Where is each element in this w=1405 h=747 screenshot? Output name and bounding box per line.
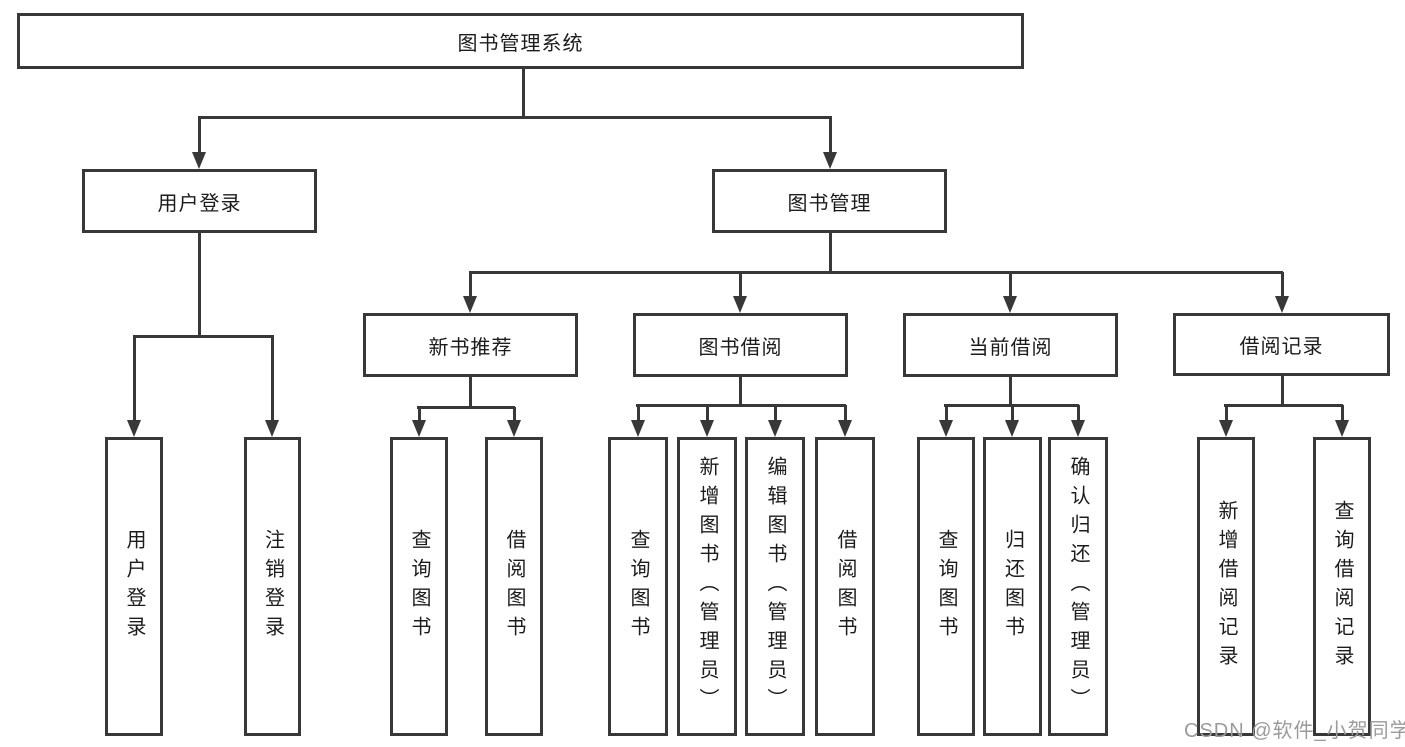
node-label: 用户登录 [157, 192, 242, 215]
connector-line [739, 377, 742, 405]
node-new-book-recommendation: 新书推荐 [363, 313, 578, 377]
connector-line [829, 117, 832, 153]
leaf-logout: 注销登录 [244, 437, 301, 736]
node-label: 编辑图书（管理员） [764, 456, 786, 717]
connector-line [522, 69, 525, 117]
arrow-down-icon [1335, 420, 1349, 437]
node-borrowing-records: 借阅记录 [1173, 313, 1390, 376]
node-label: 图书借阅 [698, 336, 783, 359]
connector-line [133, 336, 136, 420]
connector-line [469, 271, 1283, 274]
connector-line [1224, 404, 1343, 407]
node-book-management: 图书管理 [712, 169, 947, 233]
leaf-query-books-current: 查询图书 [917, 437, 975, 736]
connector-line [945, 405, 948, 420]
node-label: 新增借阅记录 [1215, 499, 1237, 674]
node-label: 新增图书（管理员） [696, 456, 718, 717]
leaf-borrow-books-recommend: 借阅图书 [485, 437, 543, 736]
leaf-borrow-books-borrowing: 借阅图书 [815, 437, 875, 736]
node-label: 查询图书 [627, 528, 649, 645]
connector-line [636, 404, 846, 407]
node-label: 归还图书 [1001, 528, 1024, 645]
connector-line [844, 405, 847, 420]
arrow-down-icon [127, 420, 141, 437]
connector-line [417, 406, 515, 409]
connector-line [198, 117, 201, 153]
connector-line [739, 272, 742, 296]
node-label: 图书管理 [787, 192, 872, 215]
connector-line [829, 233, 832, 273]
arrow-down-icon [463, 296, 477, 313]
leaf-query-borrow-record: 查询借阅记录 [1313, 437, 1371, 736]
node-label: 新书推荐 [428, 336, 513, 359]
node-label: 当前借阅 [968, 336, 1053, 359]
connector-line [1011, 405, 1014, 420]
arrow-down-icon [412, 420, 426, 437]
node-label: 借阅记录 [1239, 336, 1324, 358]
arrow-down-icon [631, 420, 645, 437]
node-book-borrowing: 图书借阅 [633, 313, 848, 377]
leaf-edit-books-admin: 编辑图书（管理员） [745, 437, 805, 736]
connector-line [469, 377, 472, 407]
arrow-down-icon [1005, 420, 1019, 437]
connector-line [198, 232, 201, 336]
connector-line [198, 116, 832, 119]
node-label: 查询图书 [935, 528, 957, 645]
connector-line [1281, 272, 1284, 296]
arrow-down-icon [1219, 420, 1233, 437]
connector-line [1009, 272, 1012, 296]
connector-line [637, 405, 640, 420]
node-label: 图书管理系统 [457, 32, 584, 55]
connector-line [1009, 377, 1012, 405]
connector-line [1281, 376, 1284, 405]
node-label: 用户登录 [123, 528, 145, 645]
node-current-borrowing: 当前借阅 [903, 313, 1118, 377]
node-user-login: 用户登录 [82, 169, 317, 233]
node-label: 注销登录 [261, 528, 284, 645]
connector-line [1341, 405, 1344, 420]
node-library-management-system: 图书管理系统 [17, 13, 1024, 69]
arrow-down-icon [768, 420, 782, 437]
arrow-down-icon [1003, 296, 1017, 313]
leaf-user-login: 用户登录 [105, 437, 163, 736]
leaf-add-borrow-record: 新增借阅记录 [1197, 437, 1255, 736]
leaf-confirm-return-admin: 确认归还（管理员） [1048, 437, 1108, 736]
arrow-down-icon [265, 420, 279, 437]
connector-line [418, 407, 421, 420]
leaf-return-books: 归还图书 [983, 437, 1042, 736]
csdn-watermark: CSDN @软件_小贺同学 [1184, 720, 1405, 742]
node-label: 查询图书 [408, 528, 430, 645]
leaf-query-books-borrowing: 查询图书 [608, 437, 668, 736]
connector-line [1225, 405, 1228, 420]
connector-line [774, 405, 777, 420]
node-label: 查询借阅记录 [1331, 499, 1353, 674]
node-label: 借阅图书 [503, 528, 525, 645]
arrow-down-icon [939, 420, 953, 437]
connector-line [271, 336, 274, 420]
arrow-down-icon [507, 420, 521, 437]
connector-line [513, 407, 516, 420]
connector-line [1077, 405, 1080, 420]
arrow-down-icon [823, 152, 837, 169]
arrow-down-icon [1275, 296, 1289, 313]
arrow-down-icon [838, 420, 852, 437]
arrow-down-icon [733, 296, 747, 313]
connector-line [133, 335, 274, 338]
arrow-down-icon [1071, 420, 1085, 437]
arrow-down-icon [700, 420, 714, 437]
connector-line [706, 405, 709, 420]
connector-line [469, 272, 472, 296]
leaf-add-books-admin: 新增图书（管理员） [677, 437, 737, 736]
leaf-query-books-recommend: 查询图书 [390, 437, 448, 736]
node-label: 借阅图书 [834, 528, 856, 645]
node-label: 确认归还（管理员） [1067, 456, 1089, 717]
arrow-down-icon [192, 152, 206, 169]
